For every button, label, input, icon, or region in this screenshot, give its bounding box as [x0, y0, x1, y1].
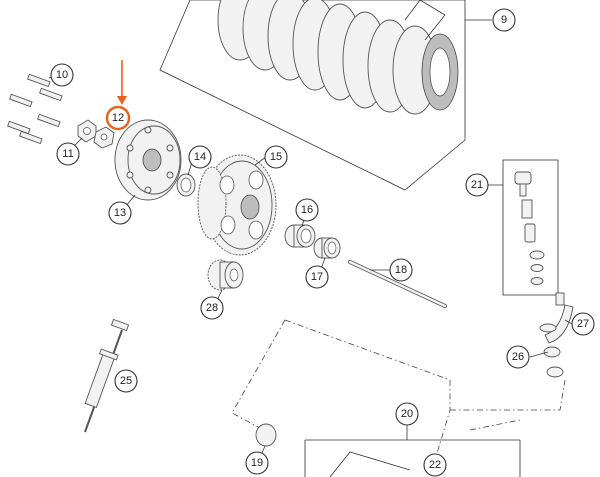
thrust-washer	[176, 173, 196, 197]
callout-17[interactable]: 17	[305, 265, 329, 289]
callout-25[interactable]: 25	[114, 369, 138, 393]
callout-21[interactable]: 21	[465, 173, 489, 197]
callout-16[interactable]: 16	[295, 198, 319, 222]
small-gear	[207, 259, 244, 291]
bushing	[313, 237, 341, 259]
callout-20[interactable]: 20	[395, 402, 419, 426]
svg-text:26: 26	[512, 351, 524, 363]
svg-text:15: 15	[270, 151, 282, 163]
svg-text:13: 13	[114, 207, 126, 219]
svg-text:21: 21	[471, 179, 483, 191]
svg-text:12: 12	[112, 112, 124, 124]
callout-9[interactable]: 9	[492, 8, 516, 32]
svg-text:25: 25	[120, 375, 132, 387]
svg-text:22: 22	[429, 459, 441, 471]
banjo-bolt-kit	[502, 159, 559, 296]
clutch-hub	[114, 119, 182, 201]
callout-27[interactable]: 27	[571, 312, 595, 336]
svg-text:9: 9	[501, 14, 507, 26]
push-rod	[348, 260, 447, 308]
callout-22[interactable]: 22	[423, 453, 447, 477]
lock-washer	[93, 126, 115, 149]
highlight-arrow	[117, 60, 127, 105]
callout-11[interactable]: 11	[56, 142, 80, 166]
callout-19[interactable]: 19	[245, 451, 269, 475]
callout-26[interactable]: 26	[506, 345, 530, 369]
primary-gear	[197, 154, 277, 256]
callout-15[interactable]: 15	[264, 145, 288, 169]
nut	[77, 119, 97, 143]
callout-14[interactable]: 14	[188, 145, 212, 169]
o-ring	[255, 423, 277, 447]
svg-text:19: 19	[251, 457, 263, 469]
svg-text:16: 16	[301, 204, 313, 216]
svg-text:10: 10	[56, 69, 68, 81]
hose-fitting	[539, 292, 574, 378]
clutch-disc-pack	[159, 0, 492, 191]
pin-set	[7, 73, 63, 145]
svg-text:20: 20	[401, 408, 413, 420]
svg-text:11: 11	[62, 148, 73, 160]
callout-10[interactable]: 10	[50, 63, 74, 87]
callout-12-highlighted[interactable]: 12	[105, 105, 131, 131]
group-frame-19	[284, 319, 451, 476]
callout-13[interactable]: 13	[108, 201, 132, 225]
callout-18[interactable]: 18	[389, 258, 413, 282]
svg-text:17: 17	[311, 271, 323, 283]
svg-text:28: 28	[206, 302, 218, 314]
svg-text:18: 18	[395, 264, 407, 276]
bleed-syringe	[84, 318, 130, 433]
svg-text:14: 14	[194, 151, 206, 163]
needle-bearing	[284, 224, 316, 248]
svg-text:27: 27	[577, 318, 589, 330]
callout-28[interactable]: 28	[200, 296, 224, 320]
